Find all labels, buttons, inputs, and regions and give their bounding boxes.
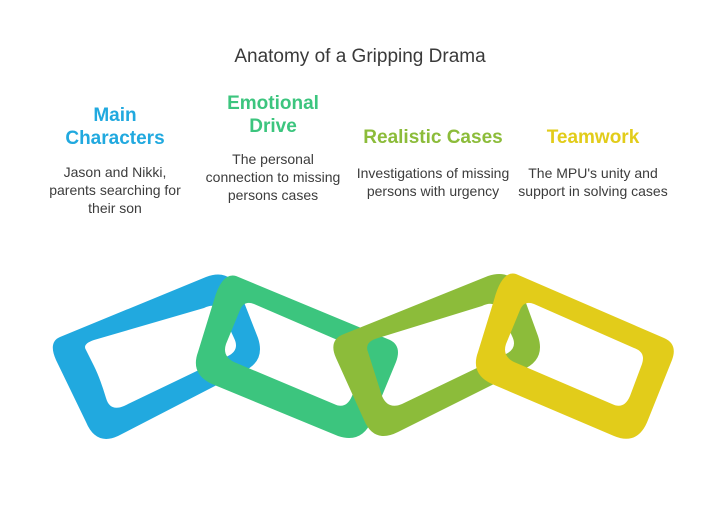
link-main-characters [52,274,260,439]
column-emotional-drive: Emotional Drive The personal connection … [198,92,348,204]
column-description: The MPU's unity and support in solving c… [518,165,668,199]
link-emotional-drive [195,275,398,438]
column-description: The personal connection to missing perso… [205,151,341,203]
heading-line: Drive [249,116,297,137]
heading-line: Characters [65,128,165,149]
column-heading: Realistic Cases [352,126,514,149]
link-teamwork [475,273,674,439]
heading-line: Emotional [227,93,319,114]
column-teamwork: Teamwork The MPU's unity and support in … [518,126,668,200]
column-description: Investigations of missing persons with u… [356,165,510,199]
column-heading: Emotional Drive [198,92,348,138]
heading-line: Main [93,105,137,126]
heading-line: Teamwork [546,127,640,148]
column-heading: Teamwork [518,126,668,149]
column-description: Jason and Nikki, parents searching for t… [49,164,181,216]
column-main-characters: Main Characters Jason and Nikki, parents… [40,104,190,217]
heading-line: Realistic Cases [363,127,503,148]
column-heading: Main Characters [40,104,190,150]
column-realistic-cases: Realistic Cases Investigations of missin… [352,126,514,200]
diagram-title: Anatomy of a Gripping Drama [234,46,486,67]
